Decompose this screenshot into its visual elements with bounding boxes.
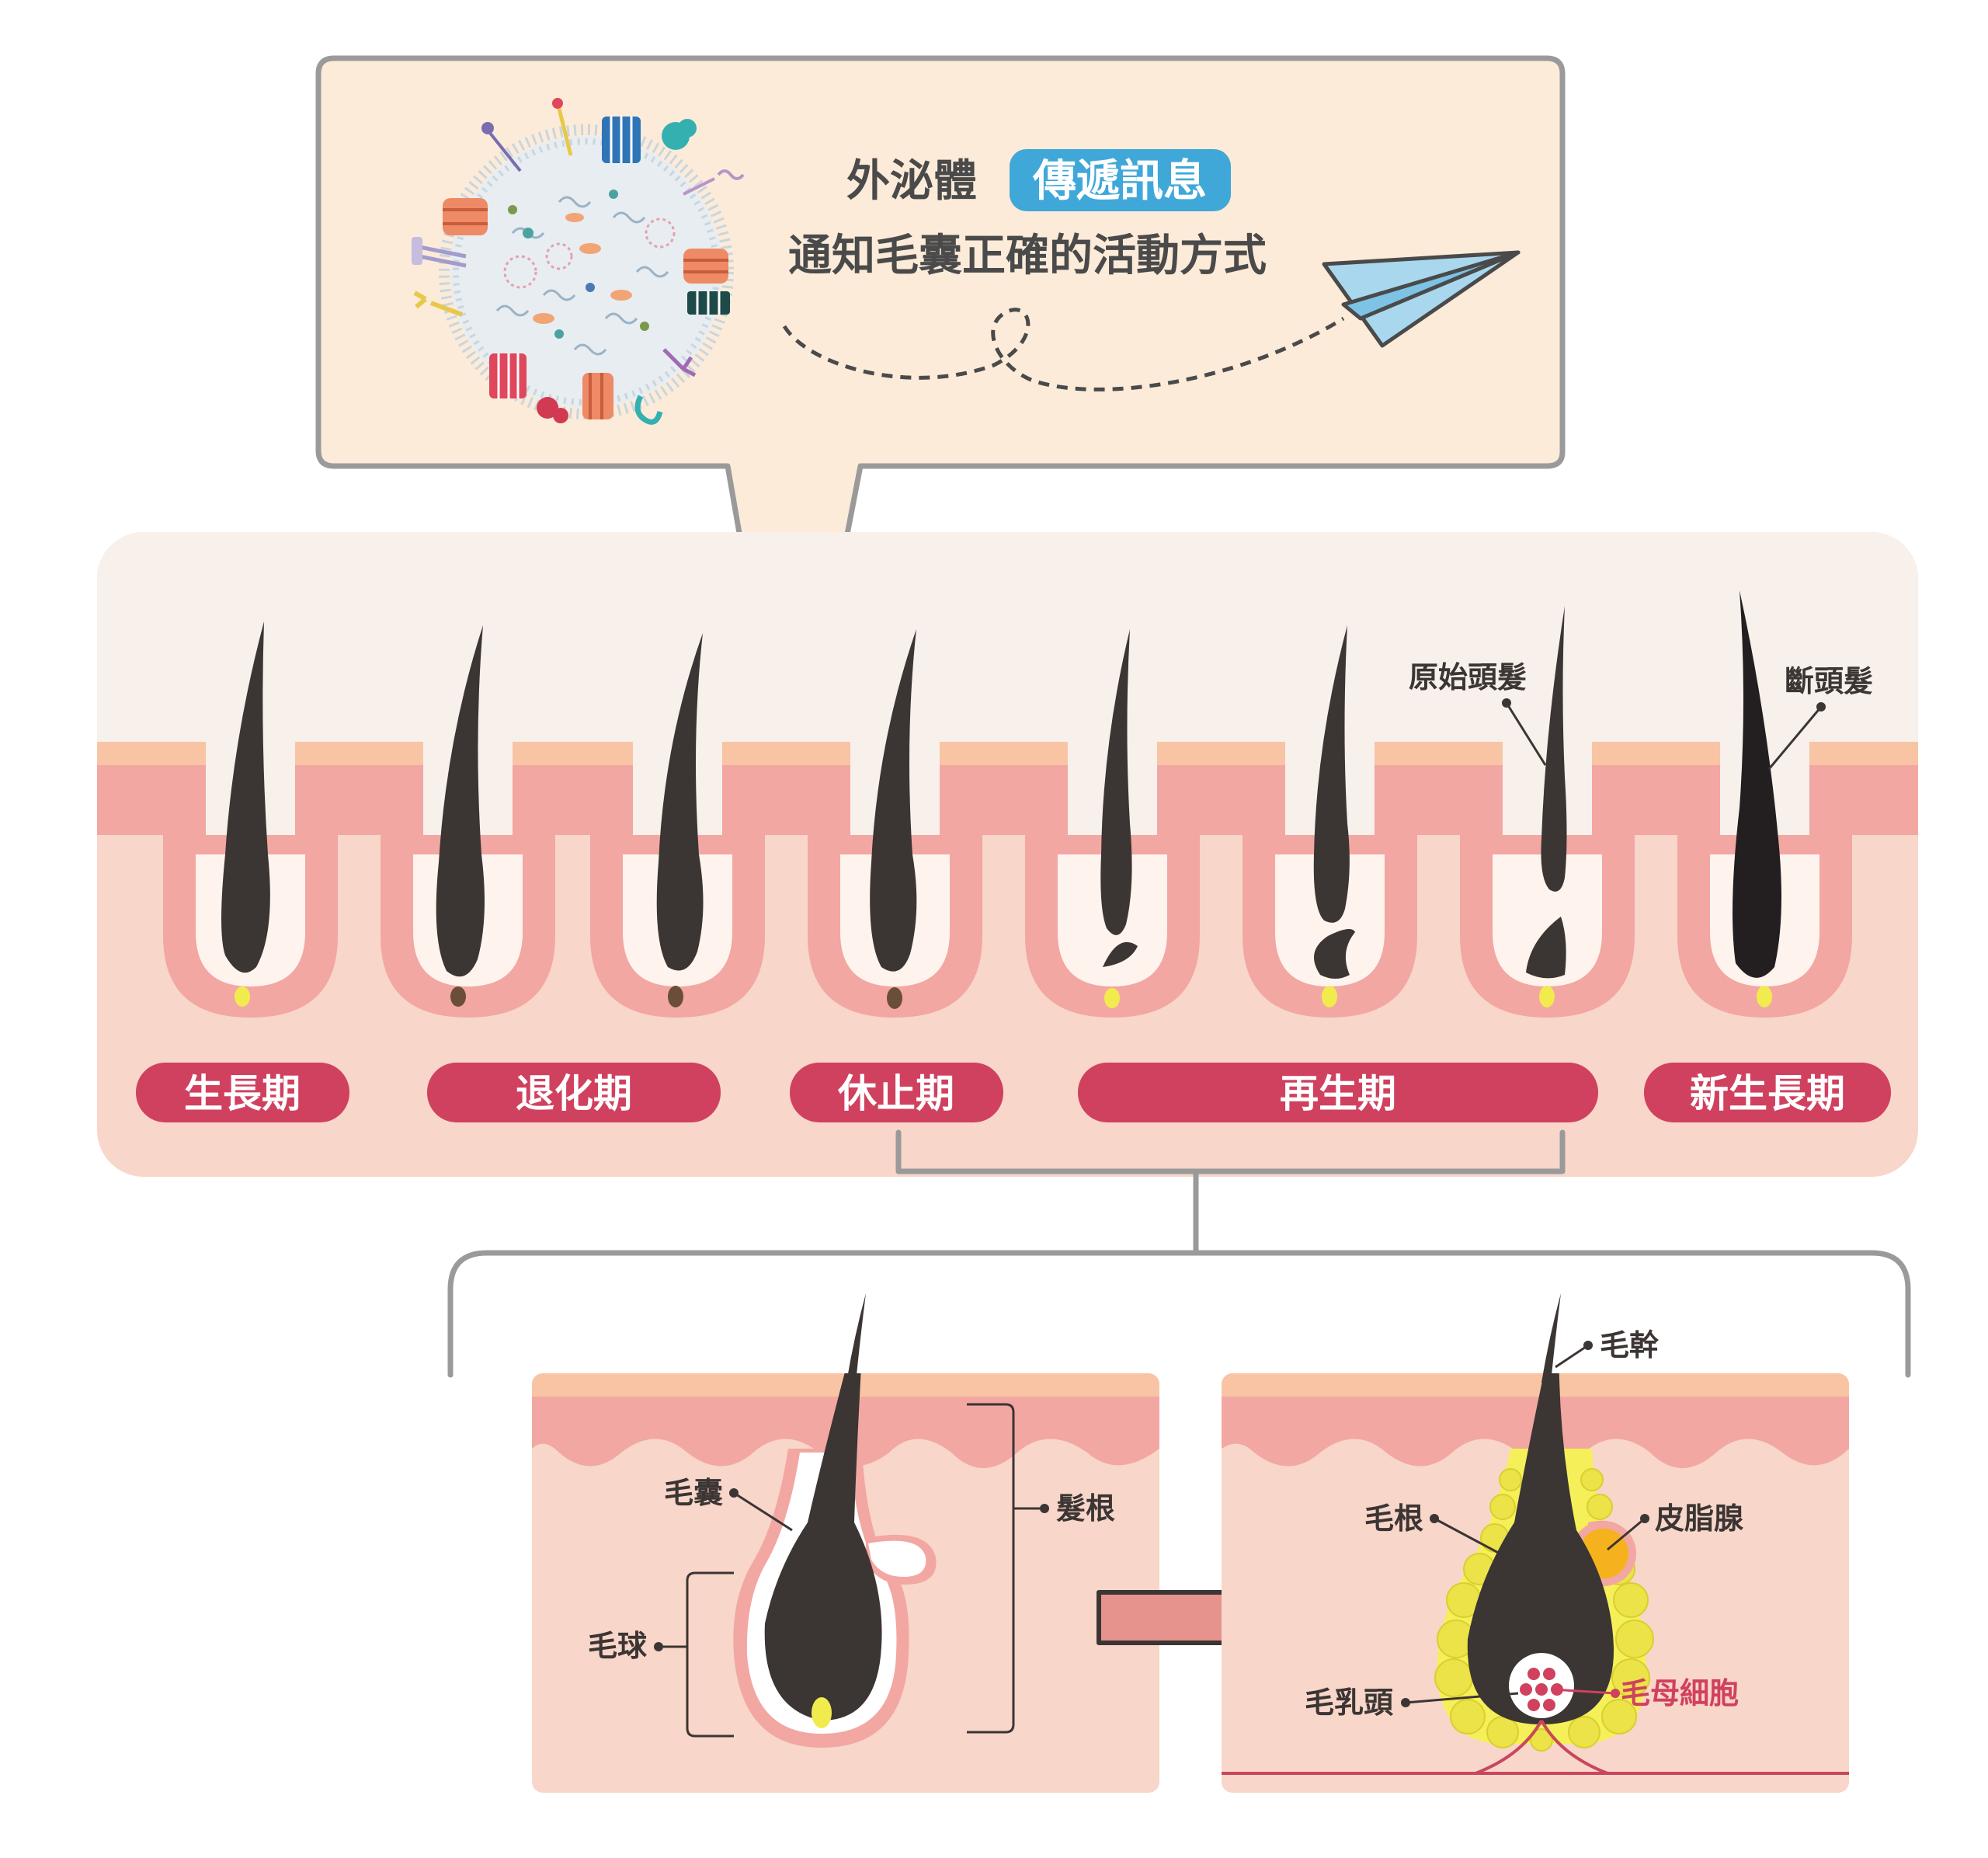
callout-badge-label: 傳遞訊息 [1032, 156, 1207, 207]
callout-text: 外泌體 傳遞訊息 通知毛囊正確的活動方式 [788, 149, 1267, 281]
connector-bracket [447, 1129, 1911, 1378]
label-original-hair: 原始頭髮 [1409, 660, 1527, 694]
phase-badge-new-anagen: 新生長期 [1644, 1063, 1891, 1122]
hair-3 [656, 633, 704, 1007]
label-matrix-cells: 毛母細胞 [1621, 1676, 1739, 1710]
svg-text:新生長期: 新生長期 [1690, 1071, 1845, 1116]
hair-8 [1733, 590, 1781, 1007]
hair-1 [221, 621, 270, 1007]
svg-text:退化期: 退化期 [516, 1071, 632, 1116]
phase-badges: 生長期 退化期 休止期 再生期 新生長期 [136, 1063, 1891, 1122]
hair-4 [870, 629, 917, 1009]
label-follicle: 毛囊 [664, 1476, 723, 1510]
svg-text:再生期: 再生期 [1280, 1071, 1396, 1116]
label-broken-hair: 斷頭髮 [1785, 664, 1873, 698]
label-dermal-papilla: 毛乳頭 [1305, 1686, 1394, 1720]
phase-badge-catagen: 退化期 [427, 1063, 721, 1122]
phase-badge-regeneration: 再生期 [1078, 1063, 1598, 1122]
callout-badge [1010, 149, 1231, 211]
phase-badge-anagen: 生長期 [136, 1063, 349, 1122]
svg-text:生長期: 生長期 [184, 1071, 301, 1116]
strip-annotations: 原始頭髮 斷頭髮 [1409, 660, 1873, 770]
paper-plane-icon [782, 250, 1521, 391]
hair-2 [436, 625, 485, 1007]
detail-panel-right: 毛幹 毛根 皮脂腺 毛乳頭 毛母細胞 [1222, 1293, 1849, 1793]
svg-text:休止期: 休止期 [837, 1071, 954, 1116]
label-hair-root-right: 毛根 [1364, 1501, 1423, 1536]
hair-cycle-strip [97, 532, 1918, 1177]
label-sebaceous-gland: 皮脂腺 [1655, 1501, 1744, 1536]
hair-5 [1100, 629, 1138, 1008]
hair-6 [1313, 625, 1355, 1007]
label-hair-bulb: 毛球 [588, 1629, 648, 1663]
callout-subtitle: 通知毛囊正確的活動方式 [788, 231, 1267, 281]
callout-title-prefix: 外泌體 [846, 156, 977, 207]
label-hair-root: 髮根 [1056, 1491, 1115, 1526]
label-hair-shaft: 毛幹 [1600, 1328, 1659, 1362]
hair-7 [1526, 606, 1567, 1007]
exosome-icon [412, 98, 745, 425]
phase-badge-telogen: 休止期 [790, 1063, 1003, 1122]
detail-panel-left: 毛囊 髮根 毛球 [532, 1293, 1159, 1793]
